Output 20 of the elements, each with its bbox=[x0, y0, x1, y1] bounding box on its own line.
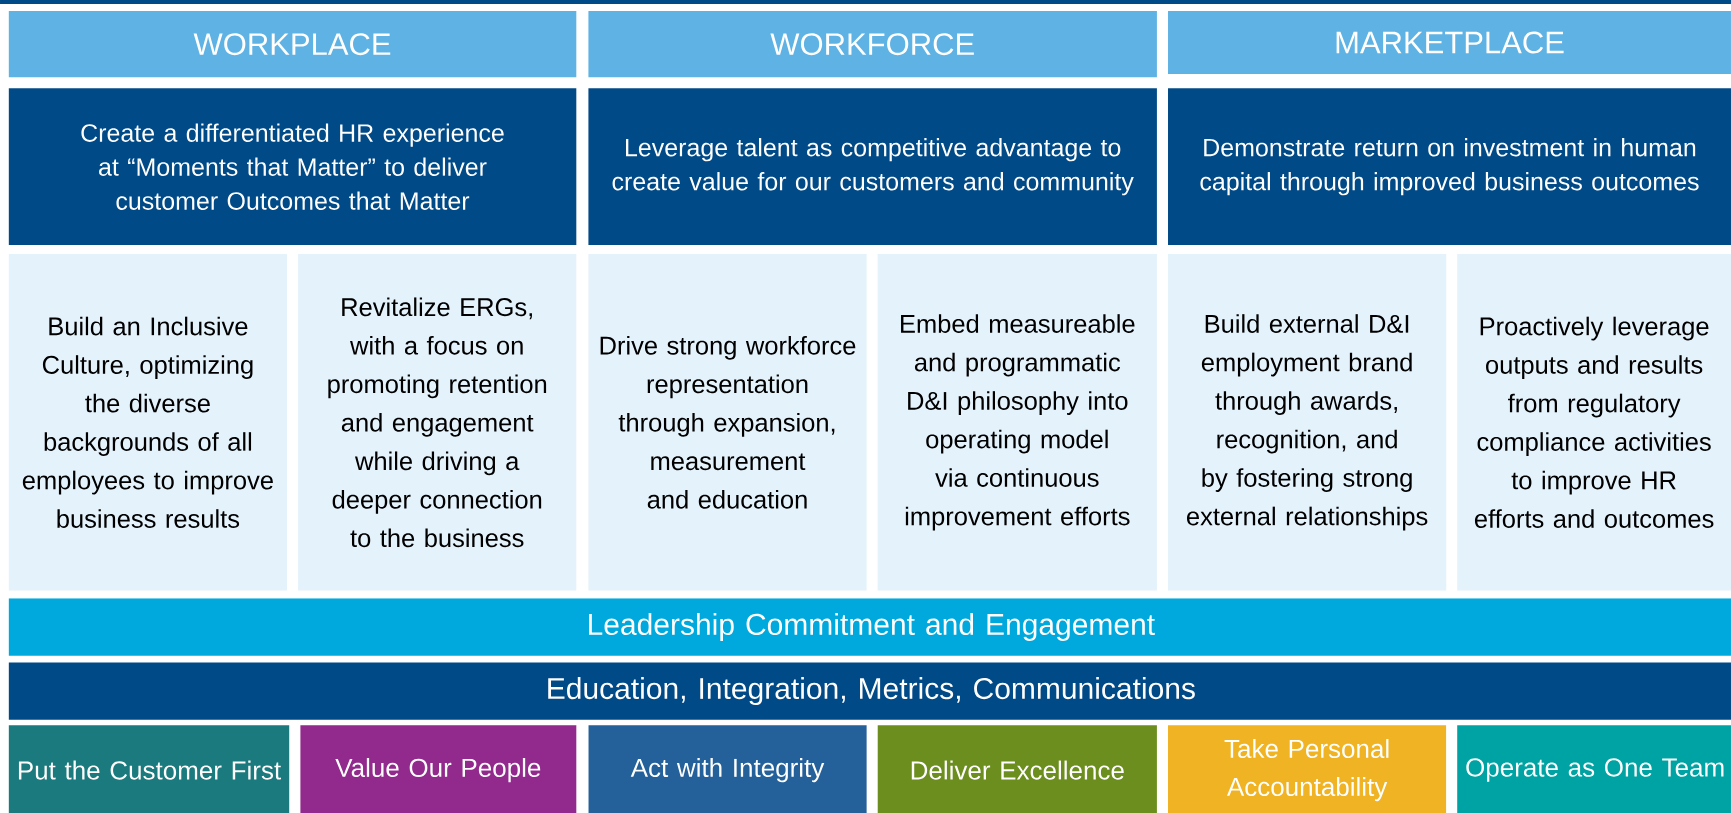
goal-box: Leverage talent as competitive advantage to create value for our customers and community bbox=[588, 88, 1157, 246]
value-box: Act with Integrity bbox=[588, 725, 867, 813]
strategy-box: Revitalize ERGs, with a focus on promoting retention and engagement while driving a deeper connection to the business bbox=[298, 253, 577, 591]
value-box: Deliver Excellence bbox=[877, 725, 1157, 813]
value-box: Value Our People bbox=[300, 725, 577, 813]
strategy-box: Build external D&I employment brand through awards, recognition, and by fostering strong external relationships bbox=[1168, 253, 1447, 591]
strategy-box: Drive strong workforce representation through expansion, measurement and education bbox=[588, 253, 867, 591]
column-header: WORKFORCE bbox=[588, 11, 1157, 78]
strategy-box: Build an Inclusive Culture, optimizing the diverse backgrounds of all employees to improve business results bbox=[8, 253, 287, 591]
column-header: MARKETPLACE bbox=[1168, 11, 1731, 74]
foundation-band: Education, Integration, Metrics, Communications bbox=[8, 662, 1731, 720]
strategy-box: Proactively leverage outputs and results from regulatory compliance activities to improve HR efforts and outcomes bbox=[1457, 253, 1731, 591]
strategy-box: Embed measureable and programmatic D&I philosophy into operating model via continuous improvement efforts bbox=[877, 253, 1157, 591]
column-header: WORKPLACE bbox=[8, 11, 577, 78]
value-box: Take Personal Accountability bbox=[1168, 725, 1447, 813]
goal-box: Demonstrate return on investment in human capital through improved business outcomes bbox=[1168, 88, 1731, 246]
value-box: Operate as One Team bbox=[1457, 725, 1731, 813]
foundation-band: Leadership Commitment and Engagement bbox=[8, 598, 1731, 656]
goal-box: Create a differentiated HR experience at “Moments that Matter” to deliver customer Outcomes that Matter bbox=[8, 88, 577, 246]
value-box: Put the Customer First bbox=[8, 725, 290, 813]
